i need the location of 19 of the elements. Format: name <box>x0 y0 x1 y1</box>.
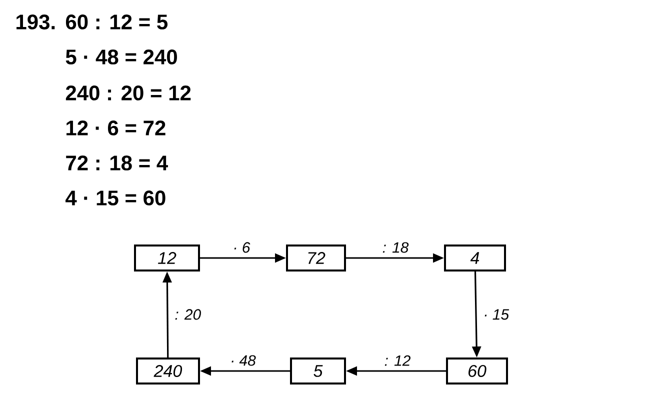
number-box: 240 <box>136 358 200 384</box>
number-box: 5 <box>290 358 346 384</box>
number-box: 60 <box>446 358 508 384</box>
exercise-number: 193. <box>16 14 55 30</box>
equation: 5 · 48 = 240 <box>66 50 177 64</box>
equation: 4 · 15 = 60 <box>66 190 166 206</box>
edge-label: : 20 <box>175 309 201 320</box>
edge-label: · 15 <box>484 309 510 320</box>
number-box: 72 <box>286 244 346 272</box>
number-box: 4 <box>444 244 506 272</box>
number-box: 12 <box>134 244 200 272</box>
edge-label: · 48 <box>232 355 256 366</box>
edge-label: · 6 <box>234 242 250 253</box>
equation: 60 : 12 = 5 <box>66 14 168 30</box>
edge-label: : 18 <box>382 242 409 253</box>
equation: 12 · 6 = 72 <box>66 120 166 136</box>
equation: 240 : 20 = 12 <box>66 86 191 100</box>
equation: 72 : 18 = 4 <box>66 156 168 170</box>
edge-label: : 12 <box>384 355 410 366</box>
